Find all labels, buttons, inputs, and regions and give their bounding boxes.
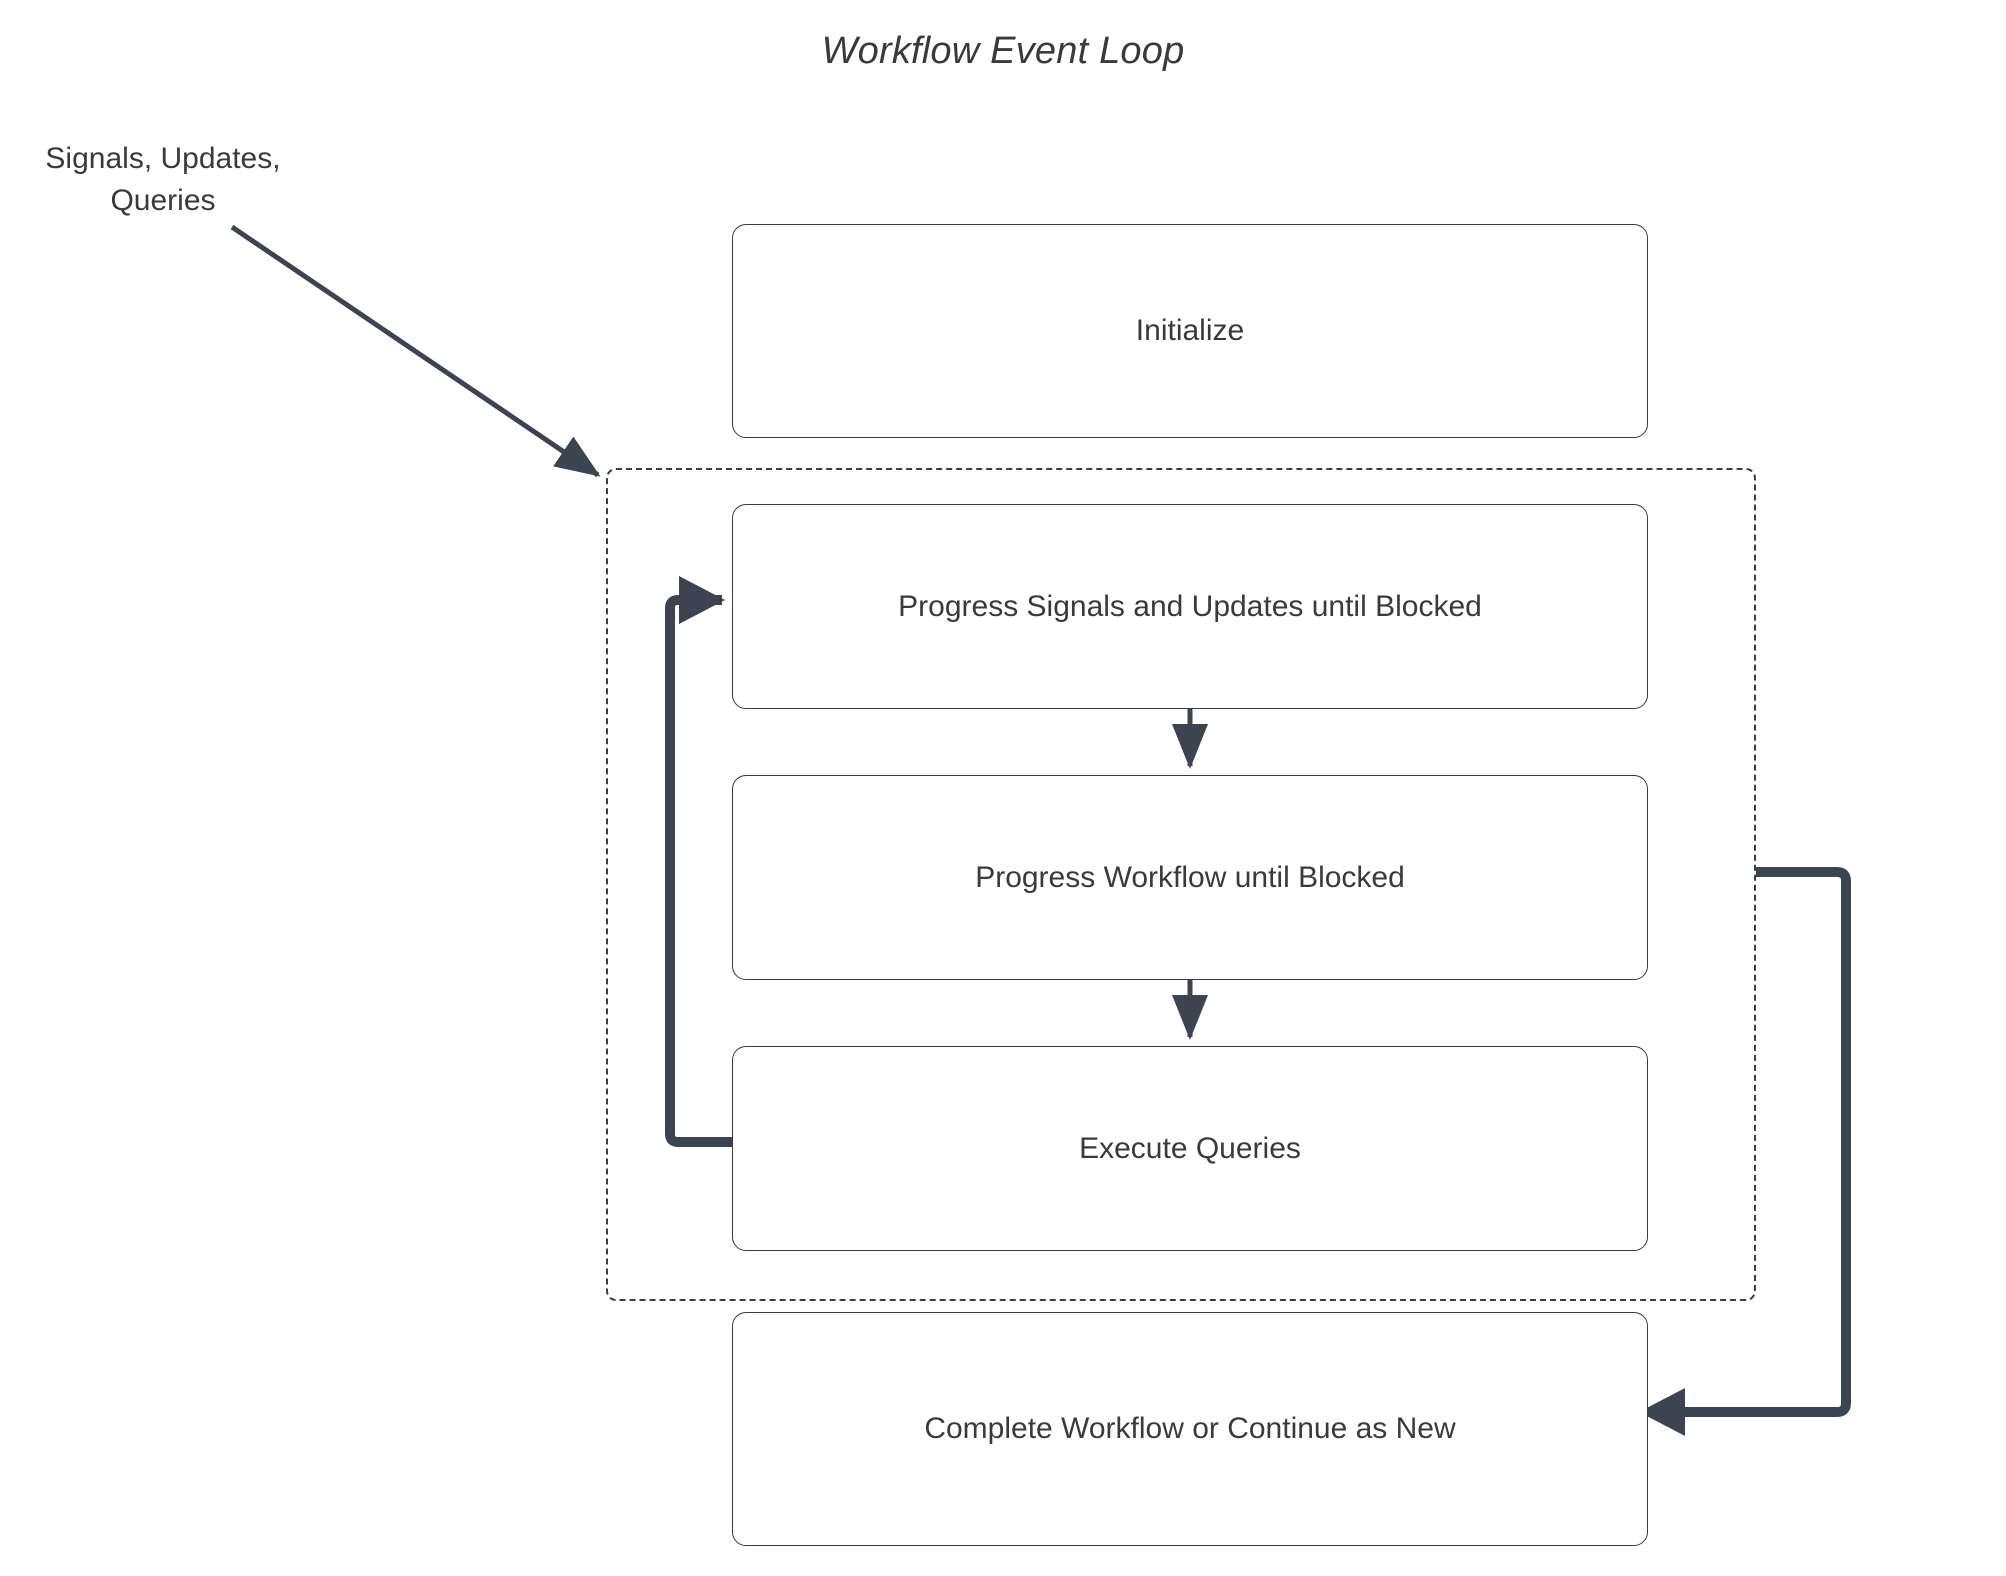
diagram-title: Workflow Event Loop xyxy=(821,30,1185,72)
node-progress-signals-and-updates[interactable]: Progress Signals and Updates until Block… xyxy=(732,504,1648,709)
edge-signals-to-loop xyxy=(230,224,601,478)
node-progress-workflow[interactable]: Progress Workflow until Blocked xyxy=(732,775,1648,980)
node-execute-queries-label: Execute Queries xyxy=(1079,1131,1301,1165)
node-progress-signals-label: Progress Signals and Updates until Block… xyxy=(898,589,1482,623)
node-initialize-label: Initialize xyxy=(1135,314,1245,348)
node-execute-queries[interactable]: Execute Queries xyxy=(732,1046,1648,1251)
node-progress-workflow-label: Progress Workflow until Blocked xyxy=(975,860,1405,894)
node-initialize[interactable]: Initialize xyxy=(732,224,1648,438)
node-complete-workflow-label: Complete Workflow or Continue as New xyxy=(924,1412,1456,1446)
event-loop-dashed-region xyxy=(606,468,1756,1301)
inbound-source-label: Signals, Updates, Queries xyxy=(45,142,281,217)
node-complete-workflow-or-continue-as-new[interactable]: Complete Workflow or Continue as New xyxy=(732,1312,1648,1546)
